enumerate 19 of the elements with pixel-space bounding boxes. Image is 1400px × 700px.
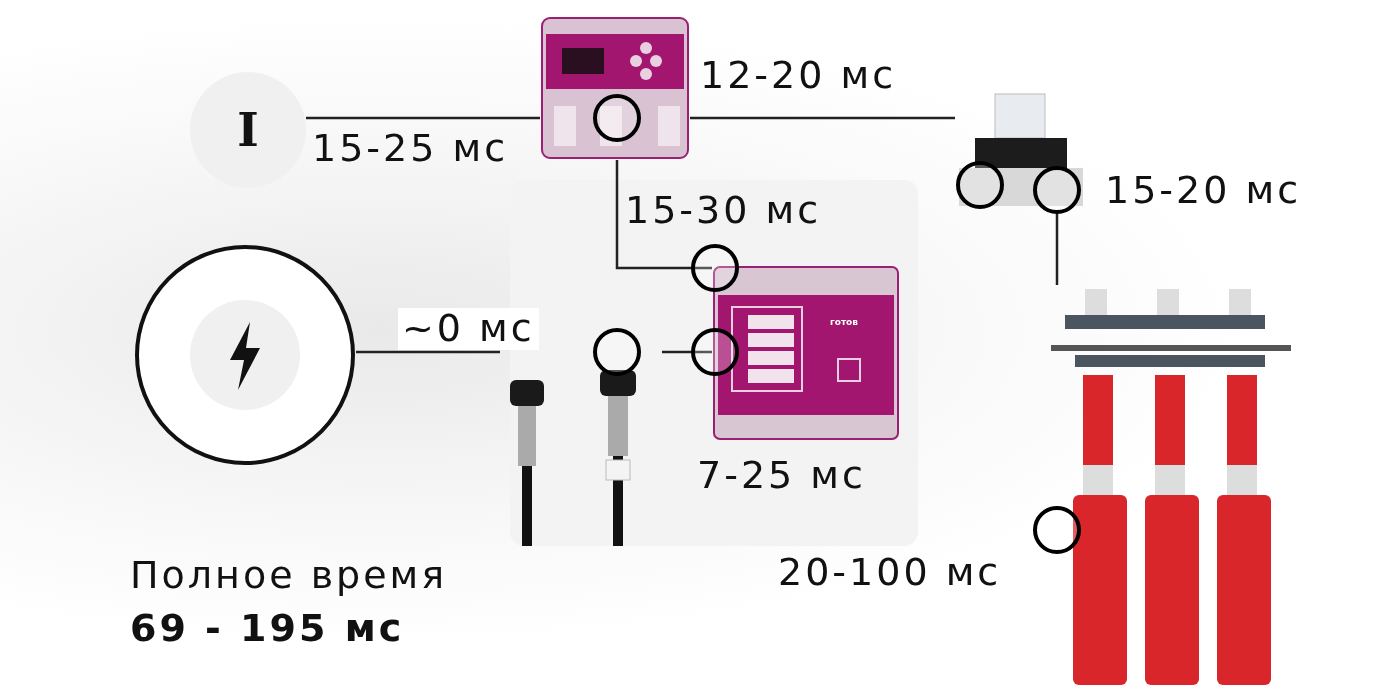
connector-line — [1055, 210, 1059, 285]
total-time-value: 69 - 195 мс — [130, 608, 405, 650]
time-label: 15-25 мс — [312, 128, 509, 170]
arc-protection-unit-drawing — [712, 265, 900, 441]
connector-line — [662, 350, 712, 354]
connector-line — [690, 116, 955, 120]
connector-line — [356, 350, 500, 354]
arc-flash-circle — [134, 244, 356, 466]
time-label: ~0 мс — [398, 308, 539, 350]
current-symbol-circle: I — [190, 72, 306, 188]
time-label: 7-25 мс — [697, 455, 866, 497]
connector-line — [615, 160, 712, 270]
connector-line — [306, 116, 540, 120]
time-label: 12-20 мс — [700, 55, 897, 97]
device-caption: готов — [830, 318, 858, 328]
time-label: 15-20 мс — [1105, 170, 1302, 212]
time-label: 20-100 мс — [778, 552, 1002, 594]
time-label: 15-30 мс — [625, 190, 822, 232]
total-time-label: Полное время — [130, 555, 448, 597]
